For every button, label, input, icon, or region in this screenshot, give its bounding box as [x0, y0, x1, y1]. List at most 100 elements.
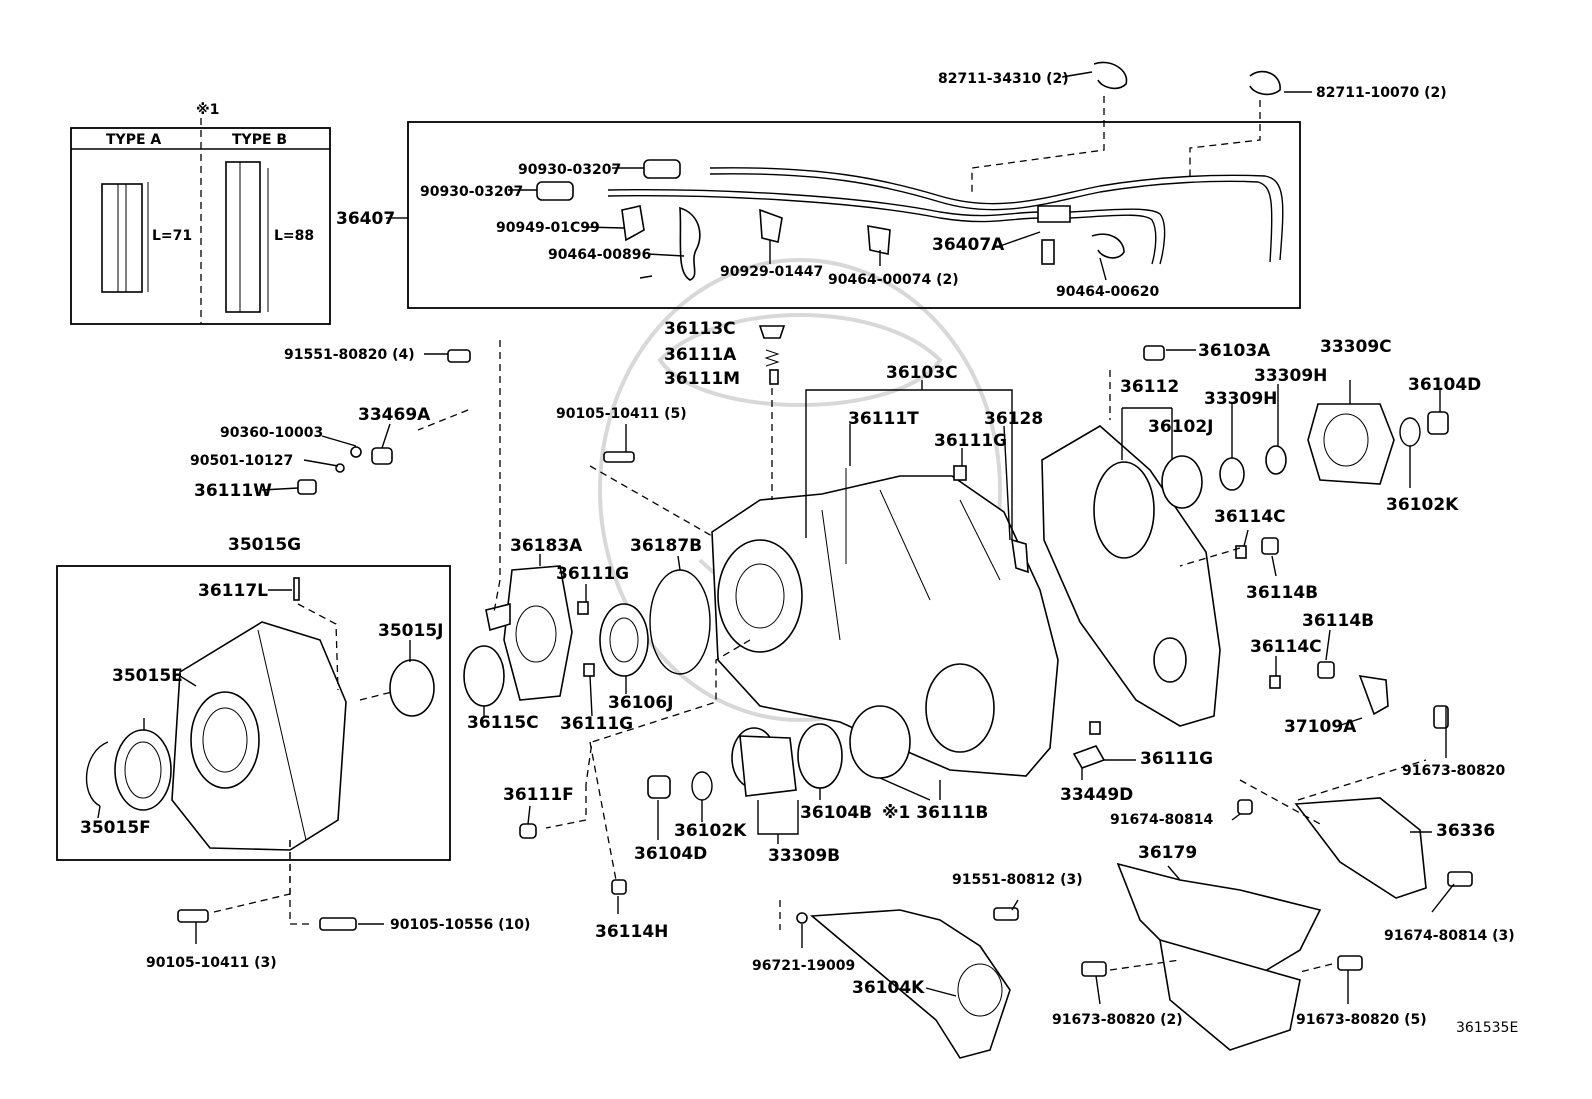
label-36114c-b: 36114C: [1250, 637, 1322, 657]
bolt-icon: [1143, 345, 1165, 361]
rear-cover-parts: [519, 345, 1473, 1059]
bushing-icon: [389, 659, 435, 717]
label-36102j: 36102J: [1148, 417, 1213, 437]
label-36104b: 36104B: [800, 803, 872, 823]
part-labels: 82711-34310 (2) 82711-10070 (2) 90930-03…: [80, 71, 1518, 1036]
bracket-icon: [1358, 675, 1389, 716]
label-36111m: 36111M: [664, 369, 740, 389]
protector-icon: [1294, 797, 1427, 899]
label-33309b: 33309B: [768, 846, 840, 866]
label-36114c-a: 36114C: [1214, 507, 1286, 527]
clamp-icon: [679, 206, 701, 281]
label-36111g-b: 36111G: [556, 564, 629, 584]
clip-icon: [621, 205, 645, 242]
label-33309h-b: 33309H: [1204, 389, 1277, 409]
type-a-title: TYPE A: [106, 132, 161, 148]
label-36112: 36112: [1120, 377, 1179, 397]
ring-icon: [1219, 457, 1245, 491]
skid-plate-icon: [1116, 862, 1322, 981]
seal-icon: [463, 645, 505, 707]
note-mark: ※1: [196, 102, 219, 118]
figure-id: 361535E: [1456, 1020, 1518, 1036]
label-36407a: 36407A: [932, 235, 1005, 255]
label-90464-00620: 90464-00620: [1056, 284, 1159, 300]
label-90501-10127: 90501-10127: [190, 453, 293, 469]
label-36102k-b: 36102K: [674, 821, 747, 841]
label-91674-80814-3: 91674-80814 (3): [1384, 928, 1515, 944]
type-b-length: L=88: [274, 228, 314, 244]
label-36106j: 36106J: [608, 693, 673, 713]
label-36103a: 36103A: [1198, 341, 1271, 361]
pin-icon: [293, 577, 300, 601]
label-91551-80820: 91551-80820 (4): [284, 347, 415, 363]
clip-icon: [759, 208, 783, 243]
label-36104d-b: 36104D: [634, 844, 707, 864]
label-91674-80814-a: 91674-80814: [1110, 812, 1213, 828]
label-90105-10411-5: 90105-10411 (5): [556, 406, 687, 422]
clip-icon: [867, 225, 891, 255]
nut-icon: [1427, 411, 1449, 435]
label-36111g-c: 36111G: [560, 714, 633, 734]
type-b-title: TYPE B: [232, 132, 287, 148]
hose-clamp-icon: [1249, 70, 1281, 96]
clamp-icon: [1091, 233, 1125, 259]
bearing-icon: [1161, 455, 1203, 509]
snap-ring-icon: [85, 741, 109, 807]
bolt-type-inset: ※1 TYPE A TYPE B L=71 L=88: [70, 102, 331, 325]
label-33469a: 33469A: [358, 405, 431, 425]
label-36104k: 36104K: [852, 978, 925, 998]
label-33309h-a: 33309H: [1254, 366, 1327, 386]
bearing-icon: [849, 705, 911, 779]
label-37109a: 37109A: [1284, 717, 1357, 737]
bolt-icon: [603, 451, 635, 463]
oil-seal-icon: [114, 729, 172, 811]
label-90949-01c99: 90949-01C99: [496, 220, 600, 236]
label-36111g-d: 36111G: [1140, 749, 1213, 769]
label-90930-03207-a: 90930-03207: [518, 162, 621, 178]
label-36103c: 36103C: [886, 363, 958, 383]
label-35015j: 35015J: [378, 621, 443, 641]
type-a-length: L=71: [152, 228, 192, 244]
label-82711-34310: 82711-34310 (2): [938, 71, 1069, 87]
label-90930-03207-b: 90930-03207: [420, 184, 523, 200]
label-36187b: 36187B: [630, 536, 702, 556]
label-35015g: 35015G: [228, 535, 301, 555]
label-36111w: 36111W: [194, 481, 272, 501]
label-36179: 36179: [1138, 843, 1197, 863]
bearing-icon: [797, 723, 843, 789]
label-35015e: 35015E: [112, 666, 183, 686]
union-icon: [536, 181, 574, 201]
label-33449d: 33449D: [1060, 785, 1133, 805]
label-36111f: 36111F: [503, 785, 574, 805]
label-90464-00896: 90464-00896: [548, 247, 651, 263]
strainer-icon: [809, 909, 1011, 1059]
o-ring-icon: [649, 569, 711, 675]
label-91673-80820-5: 91673-80820 (5): [1296, 1012, 1427, 1028]
bolt-icon: [447, 349, 471, 363]
breather-hose-group: [396, 96, 1301, 309]
label-36102k-a: 36102K: [1386, 495, 1459, 515]
label-36128: 36128: [984, 409, 1043, 429]
label-36104d-a: 36104D: [1408, 375, 1481, 395]
label-90105-10556: 90105-10556 (10): [390, 917, 530, 933]
label-36115c: 36115C: [467, 713, 539, 733]
label-36111t: 36111T: [848, 409, 919, 429]
union-icon: [643, 159, 681, 179]
hose-clamp-icon: [1093, 61, 1128, 90]
bolt-icon: [177, 909, 209, 923]
label-91551-80812: 91551-80812 (3): [952, 872, 1083, 888]
label-36114b-a: 36114B: [1246, 583, 1318, 603]
label-96721-19009: 96721-19009: [752, 958, 855, 974]
nut-icon: [647, 775, 671, 799]
label-36114b-b: 36114B: [1302, 611, 1374, 631]
type-a-sleeve-icon: [101, 183, 143, 293]
label-90105-10411-3: 90105-10411 (3): [146, 955, 277, 971]
label-90464-00074: 90464-00074 (2): [828, 272, 959, 288]
ring-icon: [1265, 445, 1287, 475]
label-90929-01447: 90929-01447: [720, 264, 823, 280]
label-91673-80820-a: 91673-80820: [1402, 763, 1505, 779]
label-36114h: 36114H: [595, 922, 668, 942]
type-b-sleeve-icon: [225, 161, 261, 313]
label-82711-10070: 82711-10070 (2): [1316, 85, 1447, 101]
